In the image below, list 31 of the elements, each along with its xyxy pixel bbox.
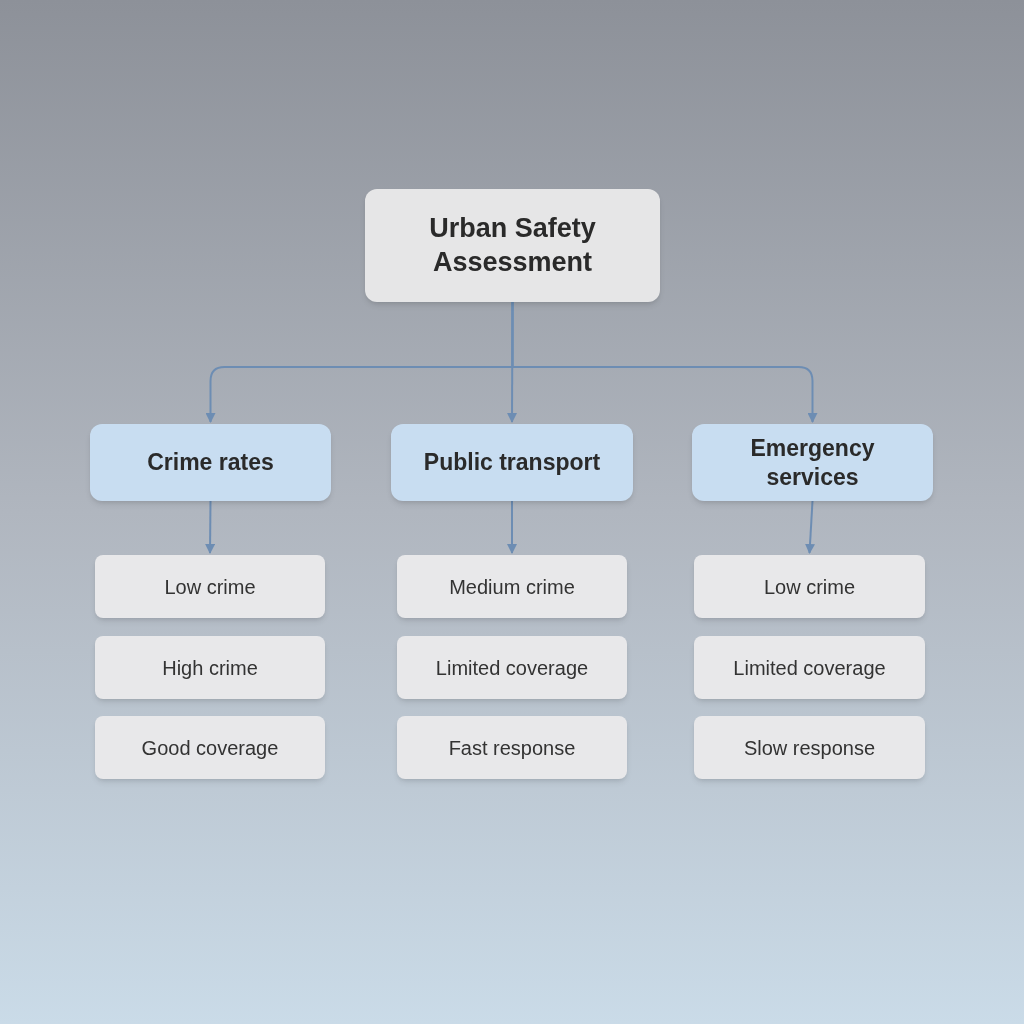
node-label: Low crime [164,574,256,600]
node-label: High crime [162,655,258,681]
arrow [511,301,818,423]
node-label: Crime rates [147,448,274,477]
item-box [397,716,627,779]
category-box [692,424,933,501]
node-label: Emergency services [749,433,876,492]
item-box [694,716,925,779]
node-label: Low crime [763,574,856,600]
node-label: Medium crime [449,574,575,600]
arrow [205,500,216,554]
node-label: Public transport [423,448,601,477]
item-box [694,636,925,699]
item-box [397,555,627,618]
arrow [507,500,517,554]
item-box [95,716,325,779]
node-label: Limited coverage [733,655,886,681]
node-label: Urban Safety Assessment [428,211,597,279]
arrow [805,500,815,554]
node-label: Slow response [743,735,876,761]
category-box [90,424,331,501]
node-label: Good coverage [141,735,279,761]
node-label: Limited coverage [435,655,589,681]
root-box [365,189,660,302]
item-box [694,555,925,618]
node-label: Fast response [448,735,576,761]
arrow [507,301,518,423]
item-box [397,636,627,699]
item-box [95,636,325,699]
item-box [95,555,325,618]
category-box [391,424,633,501]
